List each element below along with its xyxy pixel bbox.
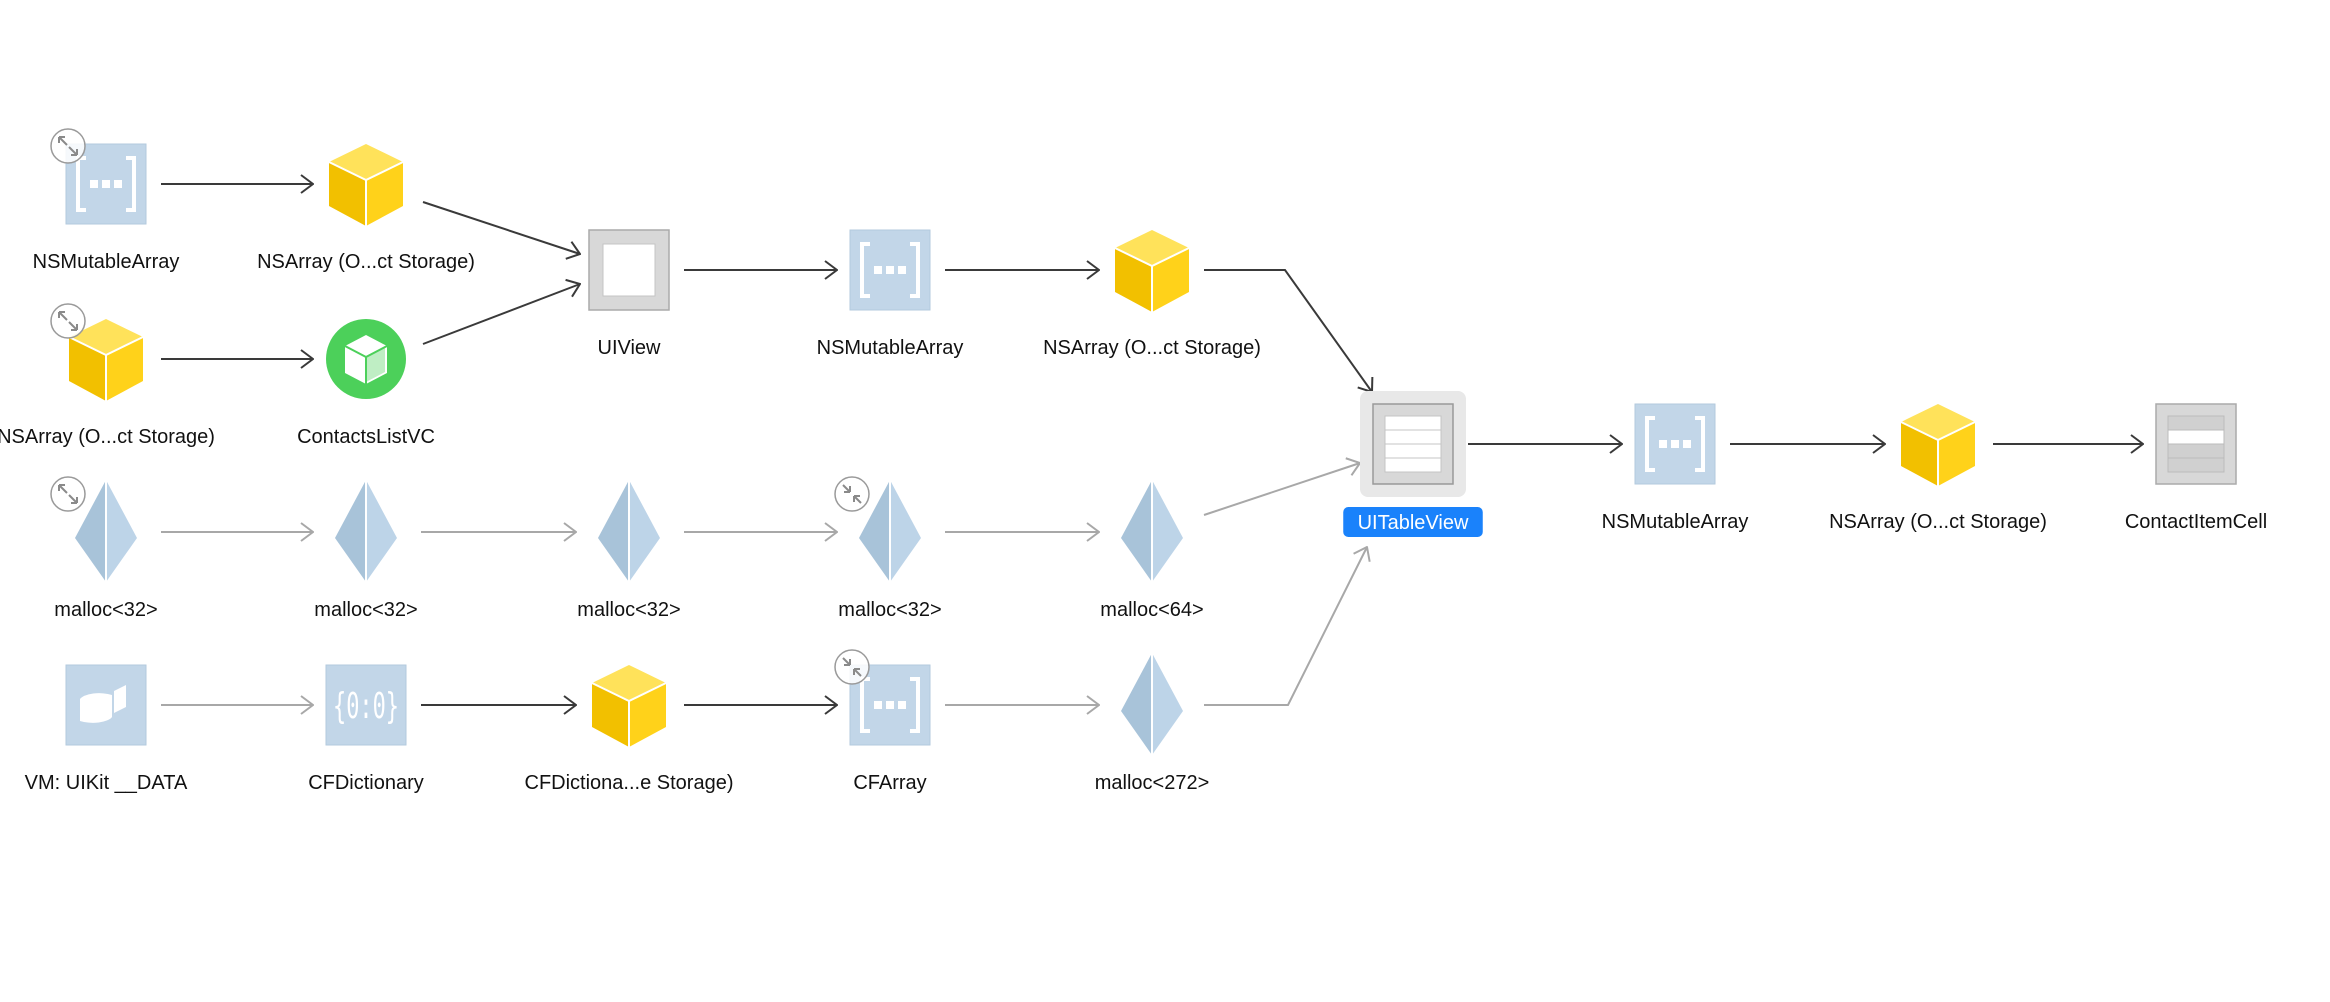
graph-node[interactable]: malloc<32> [50, 476, 158, 621]
cube-icon [1114, 230, 1190, 312]
malloc-icon [1121, 480, 1183, 582]
node-label: malloc<32> [577, 599, 680, 621]
expand-badge-icon[interactable] [50, 303, 86, 339]
graph-node[interactable]: UITableView [1343, 391, 1483, 537]
cube-icon [1900, 404, 1976, 486]
array-icon [1634, 403, 1716, 485]
node-label: malloc<32> [314, 599, 417, 621]
node-label: VM: UIKit __DATA [25, 772, 188, 794]
node-label: NSArray (O...ct Storage) [257, 251, 475, 273]
graph-node[interactable]: malloc<32> [314, 480, 418, 621]
node-label: UITableView [1358, 512, 1469, 534]
svg-text:{0:0}: {0:0} [333, 686, 399, 727]
graph-node[interactable]: CFDictiona...e Storage) [525, 665, 734, 794]
graph-node[interactable]: NSMutableArray [33, 128, 180, 273]
reference-edge[interactable] [1204, 547, 1367, 706]
graph-node[interactable]: VM: UIKit __DATA [25, 664, 188, 794]
graph-node[interactable]: {0:0} CFDictionary [308, 664, 424, 794]
node-label: ContactsListVC [297, 426, 435, 448]
expand-badge-icon[interactable] [50, 128, 86, 164]
malloc-icon [859, 480, 921, 582]
reference-edge[interactable] [1204, 269, 1372, 392]
edges-layer [161, 184, 2143, 705]
node-label: NSArray (O...ct Storage) [0, 426, 215, 448]
graph-node[interactable]: UIView [588, 229, 670, 359]
graph-node[interactable]: NSMutableArray [817, 229, 964, 359]
graph-node[interactable]: malloc<64> [1100, 480, 1204, 621]
malloc-icon [75, 480, 137, 582]
graph-node[interactable]: CFArray [834, 649, 931, 794]
node-label: malloc<64> [1100, 599, 1203, 621]
cube-icon [328, 144, 404, 226]
node-label: CFDictiona...e Storage) [525, 772, 734, 794]
table-view-icon [1360, 391, 1466, 497]
expand-badge-icon[interactable] [50, 476, 86, 512]
vm-region-icon [65, 664, 147, 746]
cube-icon [68, 319, 144, 401]
array-icon [849, 229, 931, 311]
node-label: NSMutableArray [817, 337, 964, 359]
node-label: malloc<32> [54, 599, 157, 621]
collapse-badge-icon[interactable] [834, 476, 870, 512]
node-label: CFDictionary [308, 772, 424, 794]
node-label: NSMutableArray [33, 251, 180, 273]
reference-edge[interactable] [1203, 463, 1360, 516]
graph-node[interactable]: NSMutableArray [1602, 403, 1749, 533]
reference-edge[interactable] [422, 201, 580, 254]
malloc-icon [335, 480, 397, 582]
view-icon [588, 229, 670, 311]
class-instance-icon [326, 319, 406, 399]
malloc-icon [598, 480, 660, 582]
node-label: malloc<32> [838, 599, 941, 621]
selection-highlight [1343, 507, 1483, 537]
dictionary-icon: {0:0} [325, 664, 407, 746]
node-label: NSMutableArray [1602, 511, 1749, 533]
graph-node[interactable]: ContactItemCell [2125, 403, 2267, 533]
graph-node[interactable]: NSArray (O...ct Storage) [1043, 230, 1261, 359]
node-label: malloc<272> [1095, 772, 1210, 794]
table-cell-icon [2155, 403, 2237, 485]
graph-node[interactable]: NSArray (O...ct Storage) [257, 144, 475, 273]
graph-node[interactable]: NSArray (O...ct Storage) [1829, 404, 2047, 533]
node-label: CFArray [853, 772, 926, 794]
graph-node[interactable]: NSArray (O...ct Storage) [0, 303, 215, 448]
node-label: NSArray (O...ct Storage) [1829, 511, 2047, 533]
malloc-icon [1121, 653, 1183, 755]
node-label: UIView [598, 337, 662, 359]
collapse-badge-icon[interactable] [834, 649, 870, 685]
node-label: ContactItemCell [2125, 511, 2267, 533]
node-label: NSArray (O...ct Storage) [1043, 337, 1261, 359]
graph-node[interactable]: malloc<32> [577, 480, 681, 621]
reference-edge[interactable] [422, 284, 580, 345]
graph-node[interactable]: malloc<32> [834, 476, 942, 621]
cube-icon [591, 665, 667, 747]
graph-node[interactable]: malloc<272> [1095, 653, 1210, 794]
graph-node[interactable]: ContactsListVC [297, 319, 435, 448]
